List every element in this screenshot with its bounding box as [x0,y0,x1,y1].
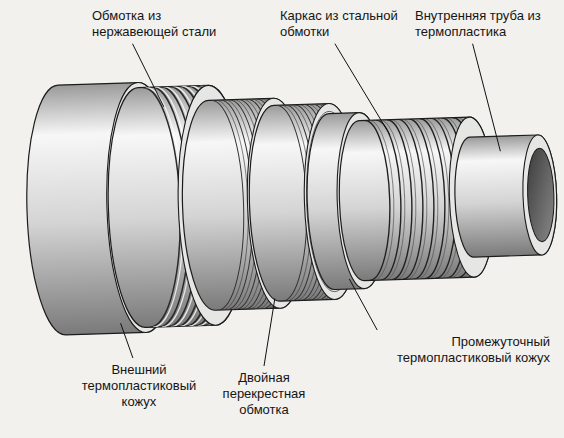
carcass-ring [409,118,436,279]
part-label: Внешний термопластиковый кожух [78,362,200,410]
carcass-ring [387,119,414,280]
leader-line [349,279,377,330]
layer-end-face [521,134,558,255]
carcass-ring [365,120,392,281]
winding-line [143,86,184,327]
leader-line [121,323,133,358]
part-label: Обмотка из нержавеющей стали [92,8,227,40]
leader-line [473,44,501,151]
carcass-ring [398,119,425,280]
inner-tube [453,134,558,257]
pipe-layers [23,70,560,337]
leader-lines [121,44,501,366]
part-label: Каркас из стальной обмотки [280,8,402,40]
part-label: Промежуточный термопластиковый кожух [358,334,550,366]
leader-line [264,298,275,366]
layer-body [453,134,558,257]
tube-bore [526,148,555,242]
leader-line [335,44,390,135]
carcass-ring [420,118,447,279]
carcass-ring [376,119,403,280]
leader-line [133,44,164,107]
part-label: Внутренняя труба из термопластика [415,8,543,40]
part-label: Двойная перекрестная обмотка [208,370,320,418]
